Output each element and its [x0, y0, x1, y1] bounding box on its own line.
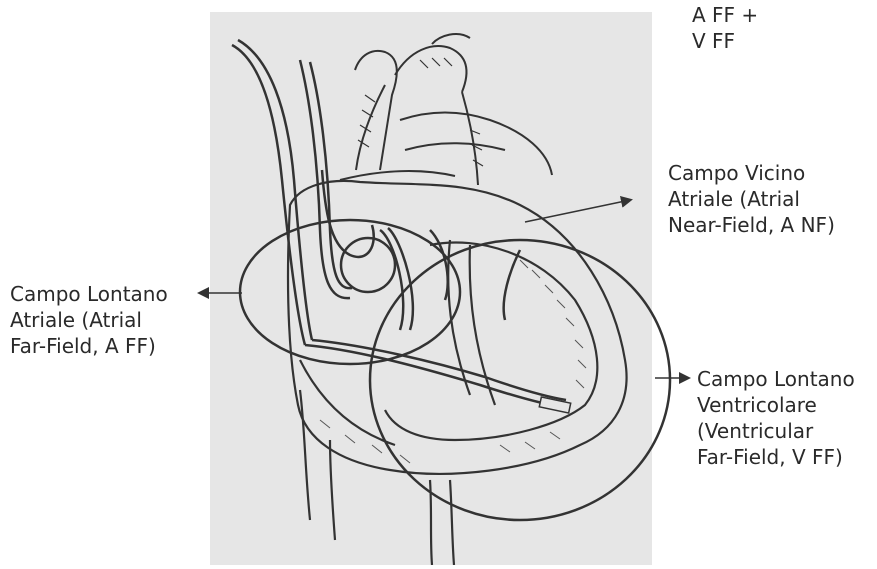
combined-field-label: A FF + V FF: [692, 2, 758, 54]
atrial-far-field-label: Campo Lontano Atriale (Atrial Far-Field,…: [10, 281, 168, 359]
atrial-near-field-label: Campo Vicino Atriale (Atrial Near-Field,…: [668, 160, 835, 238]
ventricular-far-field-label: Campo Lontano Ventricolare (Ventricular …: [697, 366, 855, 470]
